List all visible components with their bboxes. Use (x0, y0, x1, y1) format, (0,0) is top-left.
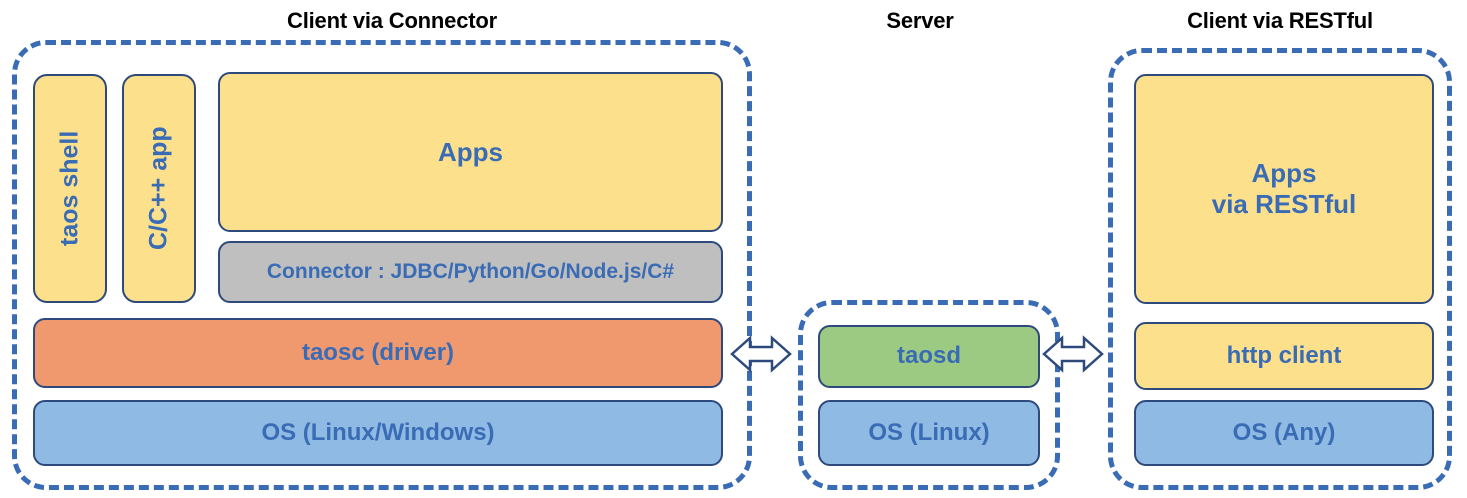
block-taosd[interactable]: taosd (818, 325, 1040, 388)
group-server (798, 300, 1060, 490)
panel-title-client-restful: Client via RESTful (1187, 8, 1373, 33)
group-client-via-connector (12, 40, 752, 490)
double-arrow-icon-left (730, 330, 792, 378)
block-c-cpp-app[interactable]: C/C++ app (122, 74, 196, 303)
block-apps[interactable]: Apps (218, 72, 723, 232)
double-arrow-icon-right (1042, 330, 1104, 378)
block-os-any[interactable]: OS (Any) (1134, 400, 1434, 466)
block-os-client[interactable]: OS (Linux/Windows) (33, 400, 723, 466)
block-taos-shell[interactable]: taos shell (33, 74, 107, 303)
group-client-via-restful (1108, 48, 1452, 490)
block-connector[interactable]: Connector : JDBC/Python/Go/Node.js/C# (218, 241, 723, 303)
panel-title-client-connector: Client via Connector (287, 8, 497, 33)
block-apps-via-restful-line1: Apps (1251, 158, 1317, 189)
block-taosc-driver[interactable]: taosc (driver) (33, 318, 723, 388)
panel-title-server: Server (886, 8, 954, 33)
block-os-server[interactable]: OS (Linux) (818, 400, 1040, 466)
block-apps-via-restful-line2: via RESTful (1211, 189, 1357, 219)
block-http-client[interactable]: http client (1134, 322, 1434, 390)
block-apps-via-restful[interactable]: Apps via RESTful (1134, 74, 1434, 304)
